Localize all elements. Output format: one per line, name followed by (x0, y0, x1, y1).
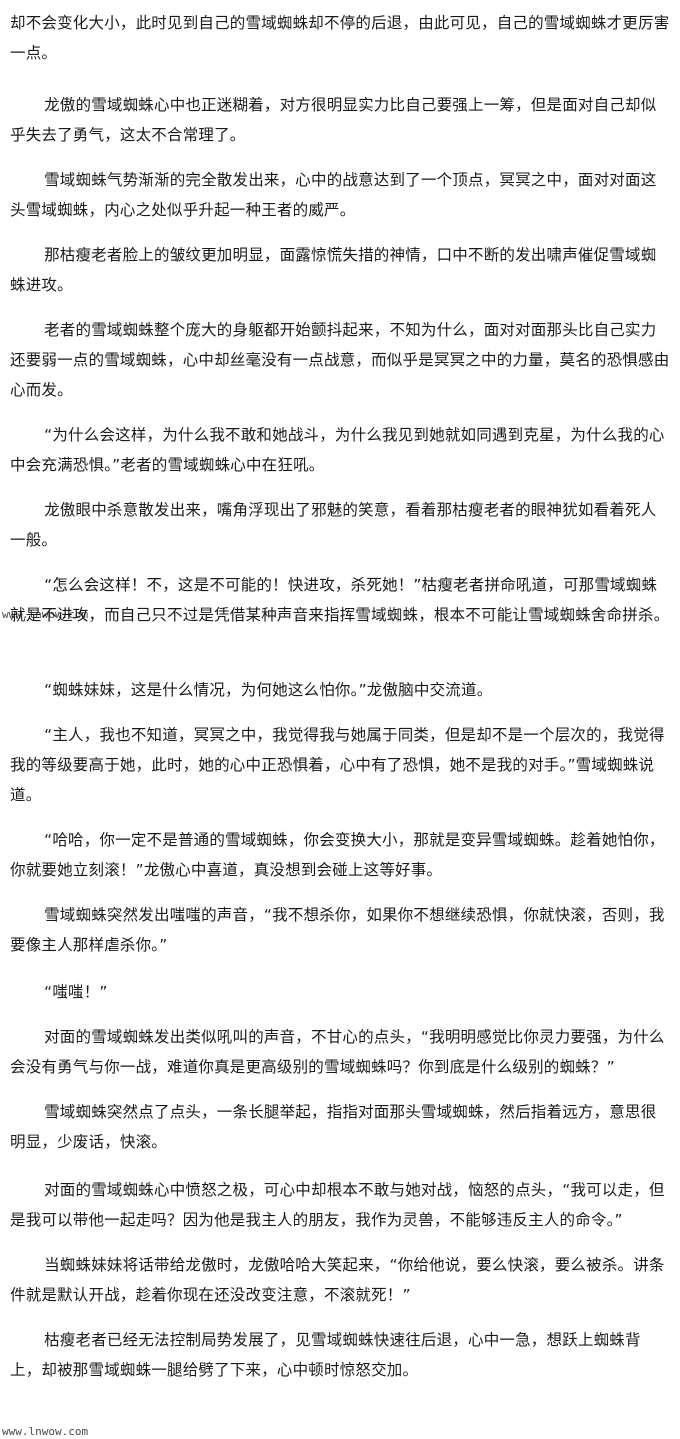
paragraph-2: 龙傲的雪域蜘蛛心中也正迷糊着，对方很明显实力比自己要强上一筹，但是面对自己却似乎… (10, 96, 657, 144)
paragraph-10: “主人，我也不知道，冥冥之中，我觉得我与她属于同类，但是却不是一个层次的，我觉得… (10, 726, 665, 804)
paragraph-9: “蜘蛛妹妹，这是什么情况，为何她这么怕你。”龙傲脑中交流道。 (44, 681, 493, 699)
watermark: www.lnwow.com (2, 608, 89, 621)
paragraph-16: 对面的雪域蜘蛛心中愤怒之极，可心中却根本不敢与她对战，恼怒的点头，“我可以走，但… (10, 1181, 665, 1229)
paragraph-11: “哈哈，你一定不是普通的雪域蜘蛛，你会变换大小，那就是变异雪域蜘蛛。趁着她怕你，… (10, 831, 665, 879)
paragraph-12: 雪域蜘蛛突然发出嗤嗤的声音，“我不想杀你，如果你不想继续恐惧，你就快滚，否则，我… (10, 906, 665, 954)
paragraph-4: 那枯瘦老者脸上的皱纹更加明显，面露惊慌失措的神情，口中不断的发出啸声催促雪域蜘蛛… (10, 246, 657, 294)
paragraph-6: “为什么会这样，为什么我不敢和她战斗，为什么我见到她就如同遇到克星，为什么我的心… (10, 426, 665, 474)
paragraph-5: 老者的雪域蜘蛛整个庞大的身躯都开始颤抖起来，不知为什么，面对对面那头比自己实力还… (10, 321, 670, 399)
watermark-bottom: www.lnwow.com (2, 1425, 89, 1438)
paragraph-17: 当蜘蛛妹妹将话带给龙傲时，龙傲哈哈大笑起来，“你给他说，要么快滚，要么被杀。讲条… (10, 1256, 665, 1304)
paragraph-18: 枯瘦老者已经无法控制局势发展了，见雪域蜘蛛快速往后退，心中一急，想跃上蜘蛛背上，… (10, 1331, 641, 1379)
paragraph-8: “怎么会这样！不，这是不可能的！快进攻，杀死她！”枯瘦老者拼命吼道，可那雪域蜘蛛… (10, 576, 670, 624)
paragraph-1: 却不会变化大小，此时见到自己的雪域蜘蛛却不停的后退，由此可见，自己的雪域蜘蛛才更… (10, 14, 670, 62)
paragraph-14: 对面的雪域蜘蛛发出类似吼叫的声音，不甘心的点头，“我明明感觉比你灵力要强，为什么… (10, 1028, 665, 1076)
paragraph-13: “嗤嗤！” (44, 983, 108, 1001)
paragraph-15: 雪域蜘蛛突然点了点头，一条长腿举起，指指对面那头雪域蜘蛛，然后指着远方，意思很明… (10, 1103, 657, 1151)
paragraph-3: 雪域蜘蛛气势渐渐的完全散发出来，心中的战意达到了一个顶点，冥冥之中，面对对面这头… (10, 171, 657, 219)
paragraph-7: 龙傲眼中杀意散发出来，嘴角浮现出了邪魅的笑意，看着那枯瘦老者的眼神犹如看着死人一… (10, 501, 657, 549)
